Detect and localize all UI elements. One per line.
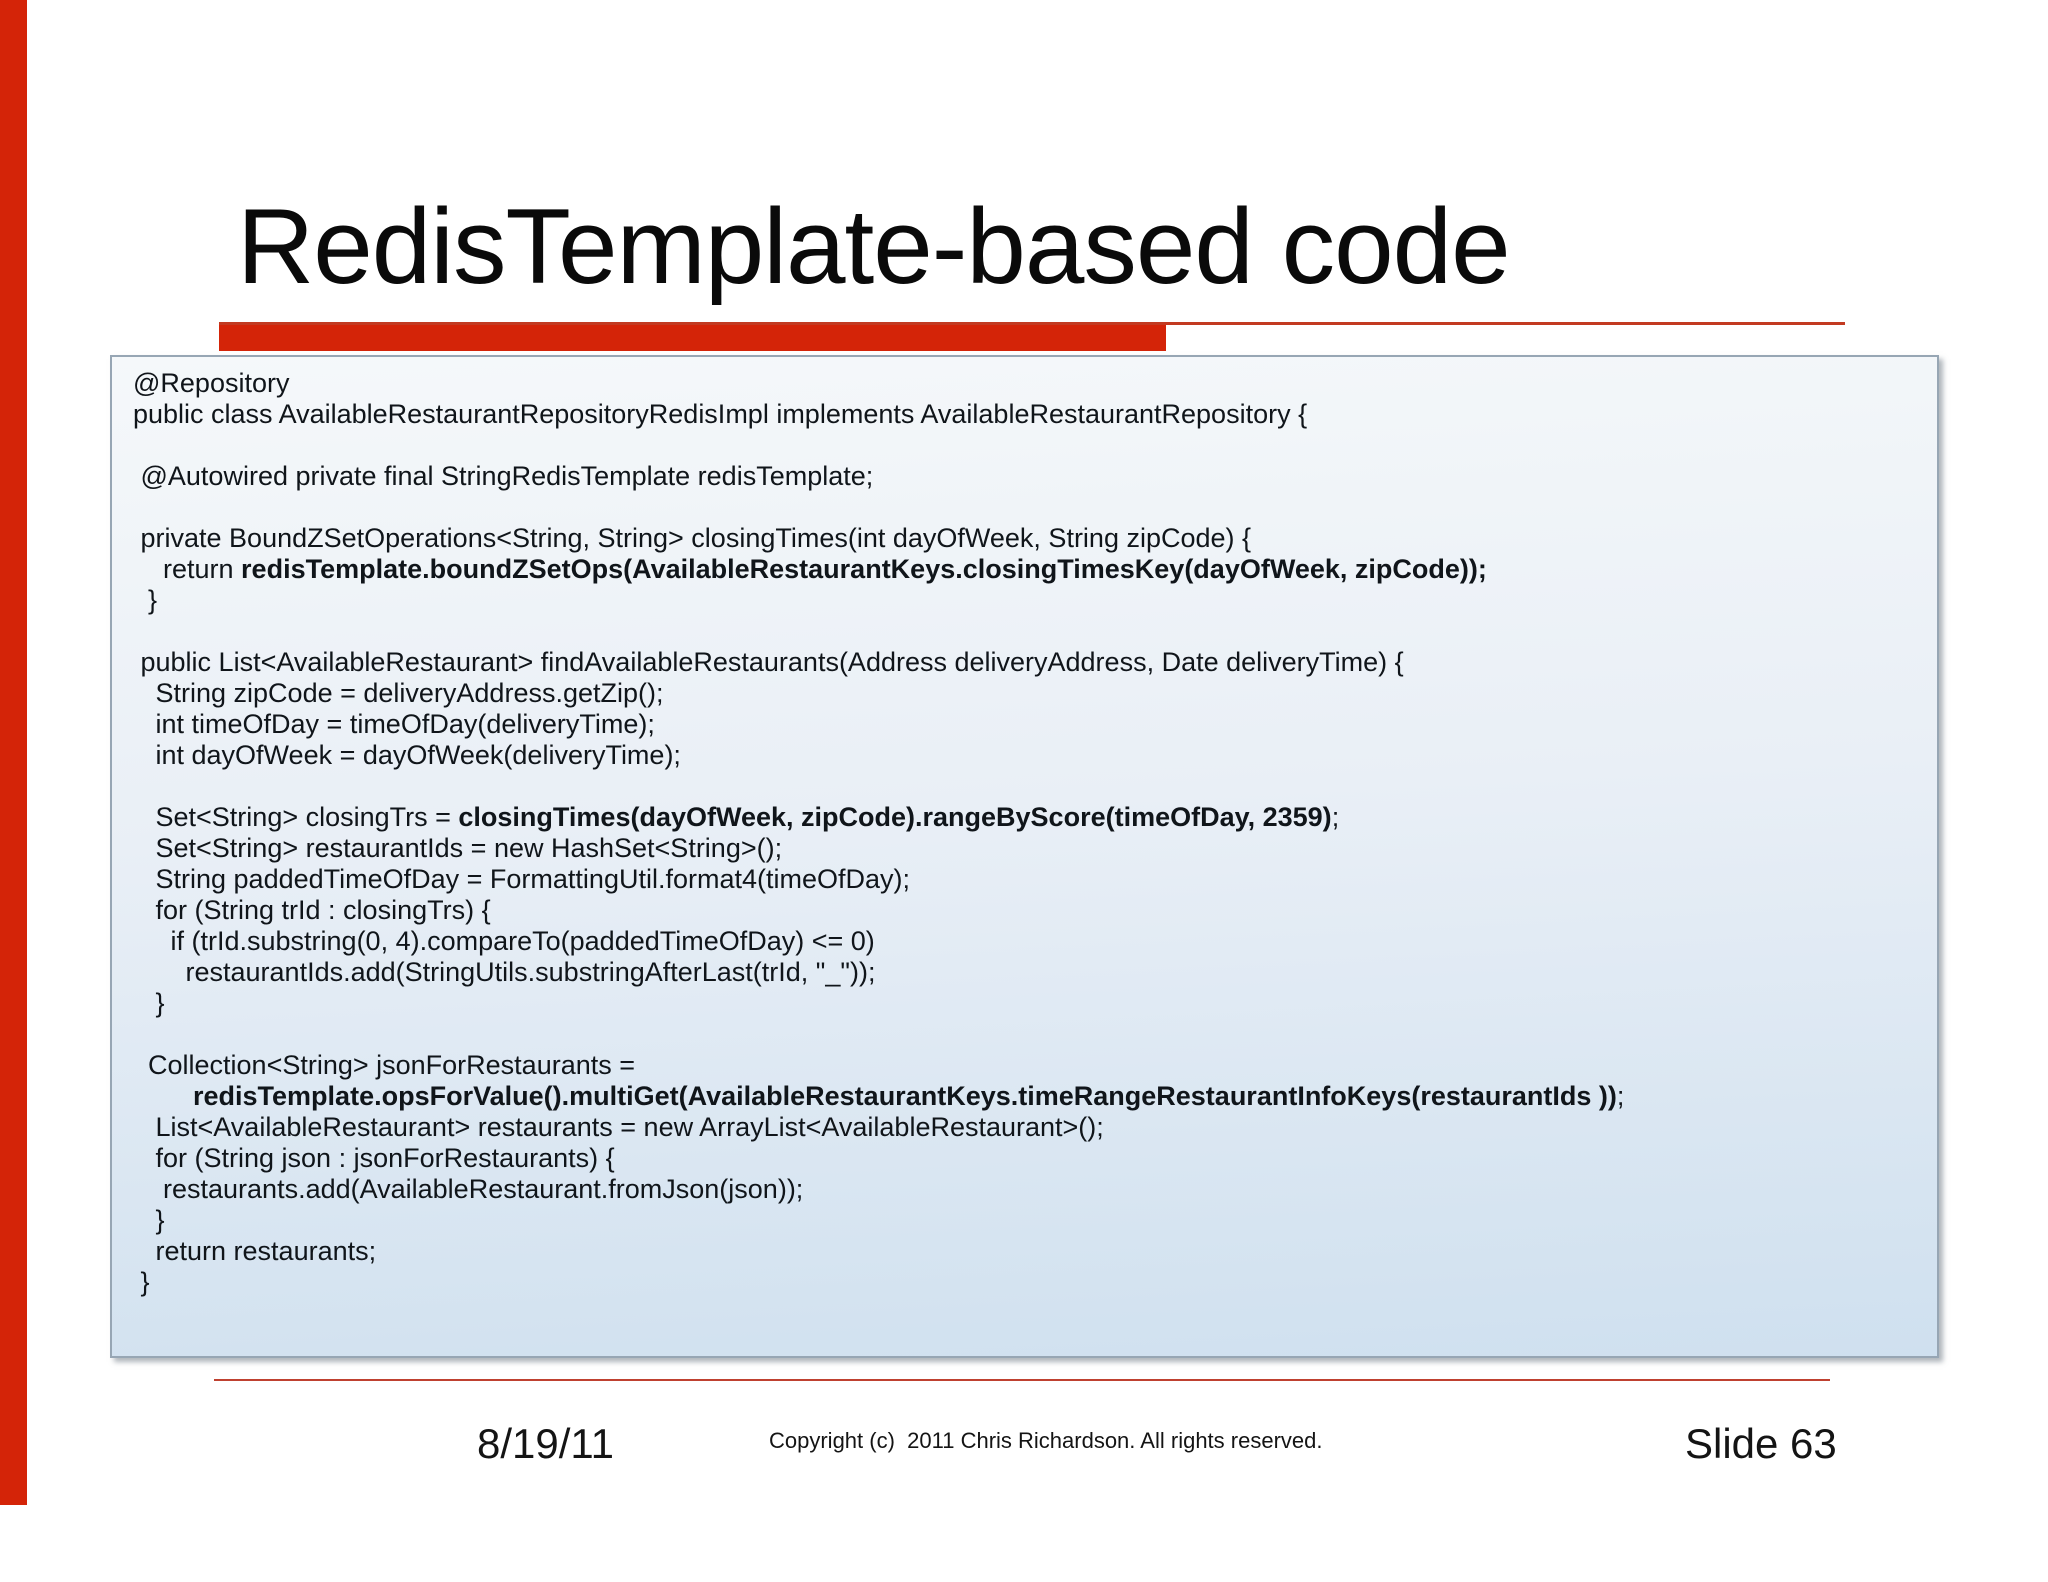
title-underline-rule bbox=[219, 322, 1845, 325]
footer-date: 8/19/11 bbox=[477, 1420, 615, 1467]
title-accent-bar bbox=[219, 325, 1166, 351]
code-line bbox=[133, 430, 1624, 461]
code-line: String zipCode = deliveryAddress.getZip(… bbox=[133, 678, 664, 708]
code-line: String paddedTimeOfDay = FormattingUtil.… bbox=[133, 864, 911, 894]
code-line: for (String json : jsonForRestaurants) { bbox=[133, 1143, 615, 1173]
code-line: public class AvailableRestaurantReposito… bbox=[133, 399, 1308, 429]
code-line: Collection<String> jsonForRestaurants = bbox=[133, 1050, 636, 1080]
code-line: } bbox=[133, 1267, 150, 1297]
code-line: @Repository bbox=[133, 368, 290, 398]
code-line: public List<AvailableRestaurant> findAva… bbox=[133, 647, 1404, 677]
code-line: } bbox=[133, 988, 165, 1018]
code-line: return restaurants; bbox=[133, 1236, 377, 1266]
code-line: } bbox=[133, 585, 158, 615]
code-line: Set<String> closingTrs = closingTimes(da… bbox=[133, 802, 1340, 832]
code-line: restaurantIds.add(StringUtils.substringA… bbox=[133, 957, 876, 987]
code-line: List<AvailableRestaurant> restaurants = … bbox=[133, 1112, 1104, 1142]
code-line bbox=[133, 492, 1624, 523]
footer-rule bbox=[214, 1379, 1830, 1381]
code-line: @Autowired private final StringRedisTemp… bbox=[133, 461, 874, 491]
slide-title: RedisTemplate-based code bbox=[237, 186, 1511, 306]
code-line: for (String trId : closingTrs) { bbox=[133, 895, 491, 925]
code-line: return redisTemplate.boundZSetOps(Availa… bbox=[133, 554, 1487, 584]
code-line: private BoundZSetOperations<String, Stri… bbox=[133, 523, 1252, 553]
code-line: int timeOfDay = timeOfDay(deliveryTime); bbox=[133, 709, 655, 739]
code-line bbox=[133, 616, 1624, 647]
code-line: int dayOfWeek = dayOfWeek(deliveryTime); bbox=[133, 740, 681, 770]
code-line: } bbox=[133, 1205, 165, 1235]
footer-slide-number: Slide 63 bbox=[1685, 1420, 1837, 1467]
code-line: redisTemplate.opsForValue().multiGet(Ava… bbox=[193, 1081, 1625, 1111]
code-line: restaurants.add(AvailableRestaurant.from… bbox=[133, 1174, 804, 1204]
code-line: if (trId.substring(0, 4).compareTo(padde… bbox=[133, 926, 875, 956]
left-accent-bar bbox=[0, 0, 27, 1505]
code-line: Set<String> restaurantIds = new HashSet<… bbox=[133, 833, 783, 863]
code-line bbox=[133, 771, 1624, 802]
footer-copyright: Copyright (c) 2011 Chris Richardson. All… bbox=[769, 1428, 1323, 1453]
code-line bbox=[133, 1019, 1624, 1050]
